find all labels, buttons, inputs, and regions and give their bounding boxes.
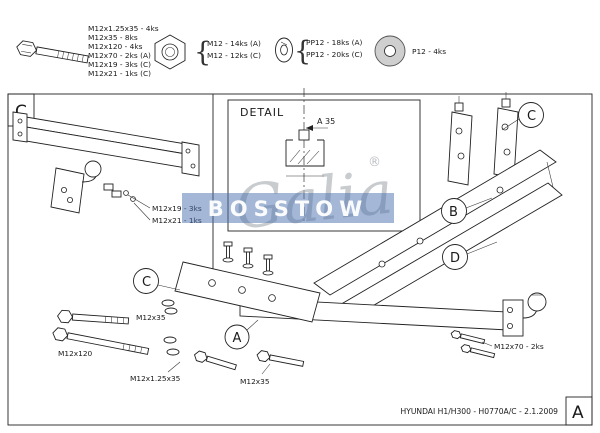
spring-washer-label: PP12 - 18ks (A) [306, 38, 363, 47]
bolt-m12x35-left: M12x35 [57, 299, 178, 325]
zone-letter-bottom-right: A [572, 403, 584, 423]
crossbar-bolt-label-2: M12x21 - 1ks [152, 216, 202, 225]
detail-dimension: A 35 [317, 117, 335, 126]
tow-ball-assembly [502, 292, 547, 337]
tow-ball [527, 292, 547, 312]
fixing-kit: M12x35 M12x120 M12x1.25 [52, 241, 321, 386]
bolt-m12x35-center: M12x35 [240, 350, 305, 386]
bolt-label: M12x120 - 4ks [88, 42, 143, 51]
bolt-m12x120: M12x120 [52, 327, 150, 358]
flat-washer-icon [374, 35, 406, 67]
hex-bolt-icon [16, 40, 89, 64]
callouts: C B D C A [133, 102, 544, 350]
detail-title: DETAIL [240, 106, 284, 119]
bolt-m12x35-center-label: M12x35 [240, 377, 270, 386]
plate-bolts [222, 241, 274, 276]
bolt-m12x125x35-label: M12x1.25x35 [130, 374, 181, 383]
nut-labels: M12 - 14ks (A) M12 - 12ks (C) [207, 39, 261, 60]
callout-a: A [224, 319, 259, 350]
bolt-label: M12x70 - 2ks (A) [88, 51, 151, 60]
bolt-m12x35-left-label: M12x35 [136, 313, 166, 322]
nut-label: M12 - 12ks (C) [207, 51, 261, 60]
spring-washer-labels: PP12 - 18ks (A) PP12 - 20ks (C) [306, 38, 363, 59]
callout-b: B [441, 197, 493, 224]
spring-washer-brace: { [294, 36, 311, 67]
watermark-registered-mark: ® [368, 155, 381, 170]
hanger-brackets [447, 92, 519, 186]
bolt-m12x70-label: M12x70 - 2ks [494, 342, 544, 351]
zone-letter-top-left: C [15, 102, 27, 122]
spring-washer-icon [275, 37, 293, 63]
svg-text:D: D [450, 251, 460, 266]
svg-text:A: A [233, 331, 242, 346]
tow-ball-small [84, 160, 102, 178]
spring-washer-label: PP12 - 20ks (C) [306, 50, 363, 59]
bolt-labels: M12x1.25x35 - 4ks M12x35 - 8ks M12x120 -… [88, 24, 159, 78]
bolt-label: M12x19 - 3ks (C) [88, 60, 151, 69]
watermark-band [182, 193, 394, 223]
svg-text:B: B [449, 205, 458, 220]
crossbar-bolt-label-1: M12x19 - 3ks [152, 204, 202, 213]
svg-text:C: C [142, 275, 151, 290]
flat-washer-label: P12 - 4ks [412, 47, 446, 56]
watermark: Galia ® BOSSTOW [182, 155, 396, 244]
nut-label: M12 - 14ks (A) [207, 39, 261, 48]
bolt-label: M12x21 - 1ks (C) [88, 69, 151, 78]
bolt-label: M12x35 - 8ks [88, 33, 138, 42]
watermark-band-text: BOSSTOW [208, 197, 369, 221]
nut-brace: { [194, 37, 211, 68]
zone-box-bottom-right [565, 396, 593, 426]
drawing-frame: C A [7, 93, 593, 426]
svg-text:C: C [527, 109, 536, 124]
bolt-m12x120-label: M12x120 [58, 349, 93, 358]
title-block: HYUNDAI H1/H300 - H0770A/C - 2.1.2009 [401, 407, 559, 416]
callout-c-left: C [133, 268, 181, 294]
parts-legend: M12x1.25x35 - 4ks M12x35 - 8ks M12x120 -… [16, 24, 446, 78]
bolt-m12x70-pair: M12x70 - 2ks [450, 330, 544, 359]
washers-m12x125x35: M12x1.25x35 [130, 336, 237, 383]
hex-nut-icon [154, 34, 186, 70]
callout-d: D [442, 241, 498, 270]
callout-c-right: C [501, 102, 544, 131]
bolt-label: M12x1.25x35 - 4ks [88, 24, 159, 33]
detail-view: DETAIL A 35 [227, 88, 421, 232]
crossbar-variant-c: M12x19 - 3ks M12x21 - 1ks [12, 111, 202, 225]
